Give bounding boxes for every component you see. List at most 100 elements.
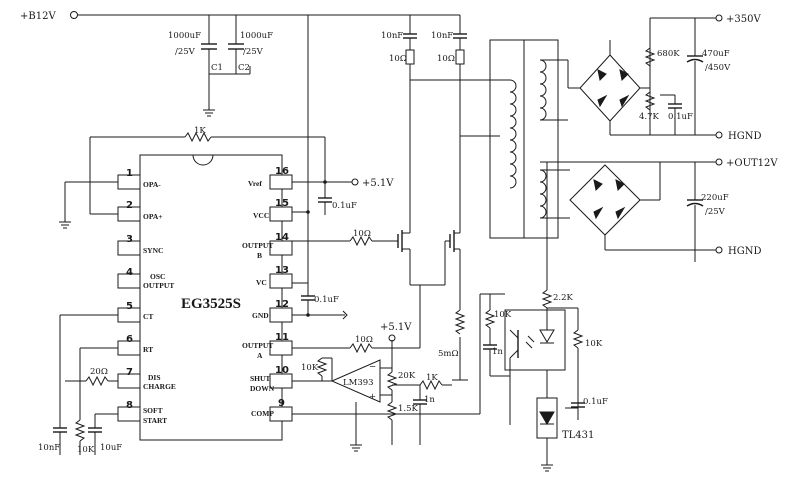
r-20k-label: 20K <box>398 371 416 381</box>
ic-eg3525s: EG3525S <box>139 154 283 441</box>
r-gate-b-label: 10Ω <box>353 229 371 239</box>
pin-3-label: SYNC <box>143 246 163 255</box>
hgnd-bottom-label: HGND <box>728 246 761 257</box>
pin-16-label: Vref <box>248 179 262 188</box>
b12v-label: +B12V <box>20 11 56 22</box>
pin-2-label: OPA+ <box>143 212 163 221</box>
pin-5-label: CT <box>143 312 153 321</box>
pin-7-label-1: DIS <box>148 373 161 382</box>
r-10k-rt-label: 10K <box>77 445 95 455</box>
c1-value: 1000uF <box>168 31 201 41</box>
pin-8-number: 8 <box>126 400 133 411</box>
lv-bridge <box>540 162 716 251</box>
pin-15-label: VCC <box>253 211 269 220</box>
pin-16-number: 16 <box>275 166 289 177</box>
pin-6-label: RT <box>143 345 153 354</box>
pin-4-label-1: OSC <box>150 272 165 281</box>
pin-13-label: VC <box>256 278 267 287</box>
out12v-label: +OUT12V <box>726 158 778 169</box>
pin-11-number: 11 <box>275 332 289 343</box>
pin-14-label-1: OUTPUT <box>242 241 273 250</box>
timing-network: 10nF 10K 20Ω 10uF <box>38 314 122 455</box>
pin-8-label-2: START <box>143 416 167 425</box>
r-1k5-label: 1.5K <box>398 404 419 414</box>
r-2k2-label: 2.2K <box>553 293 574 303</box>
snub-r2-label: 10Ω <box>437 54 455 64</box>
shutdown-comparator: LM393 − + 10K +5.1V 20K 1.5K 1K 1n <box>292 322 452 452</box>
ic-right-pins: 16 Vref 15 VCC 14 OUTPUT B 13 VC 12 GND … <box>242 166 293 422</box>
transformer <box>410 39 559 239</box>
snubbers: 10nF 10Ω 10nF 10Ω <box>381 15 467 80</box>
hgnd-top-label: HGND <box>728 131 761 142</box>
r-10k-tl-label: 10K <box>585 339 603 349</box>
pin-10-number: 10 <box>275 365 289 376</box>
c-01-tl-label: 0.1uF <box>583 397 608 407</box>
c2-ref: C2 <box>238 63 250 73</box>
b12v-rail: +B12V <box>20 11 460 22</box>
r-10k-opto-label: 10K <box>494 310 512 320</box>
r-sense-label: 5mΩ <box>438 349 459 359</box>
vref-output: +5.1V 0.1uF <box>292 178 394 215</box>
comparator-plus: + <box>369 392 376 402</box>
c-10n-label: 10nF <box>38 443 60 453</box>
pin-1-label: OPA- <box>143 180 161 189</box>
comparator-label: LM393 <box>343 378 374 388</box>
pin-9-number: 9 <box>278 398 285 409</box>
hv-bridge <box>540 18 716 136</box>
pin-3-number: 3 <box>126 234 133 245</box>
pin-7-number: 7 <box>126 367 133 378</box>
r-fb-label: 1K <box>194 126 206 136</box>
comparator-minus: − <box>369 362 376 372</box>
c-hv-value: 470uF <box>702 49 730 59</box>
bulk-capacitors: 1000uF /25V C1 1000uF /25V C2 <box>168 15 273 117</box>
gate-drive-b: 10Ω <box>292 80 411 285</box>
hv-rail-label: +350V <box>726 14 761 25</box>
snub-r1-label: 10Ω <box>389 54 407 64</box>
c-1n-opto-label: 1n <box>492 347 503 357</box>
c-hv-rating: /450V <box>705 63 731 73</box>
c-01-hv-label: 0.1uF <box>668 112 693 122</box>
snub-c2-label: 10nF <box>431 31 453 41</box>
pin-11-label-1: OUTPUT <box>242 341 273 350</box>
v5-right-label: +5.1V <box>362 178 394 189</box>
pin-13-number: 13 <box>275 265 289 276</box>
v5-bottom-label: +5.1V <box>380 322 412 333</box>
r-4k7-label: 4.7K <box>639 112 660 122</box>
c1-rating: /25V <box>175 47 196 57</box>
c-vc-label: 0.1uF <box>314 295 339 305</box>
c1-ref: C1 <box>211 63 223 73</box>
opto-feedback: 2.2K 10K TL431 0.1uF 10K <box>292 280 608 472</box>
pin-4-number: 4 <box>126 267 133 278</box>
pin-14-label-2: B <box>257 251 262 260</box>
r-gate-a-label: 10Ω <box>355 335 373 345</box>
out12v-output: +OUT12V 220uF /25V HGND <box>540 158 778 280</box>
ic-name: EG3525S <box>181 296 241 312</box>
r-680k-label: 680K <box>657 49 680 59</box>
c2-value: 1000uF <box>240 31 273 41</box>
pin-15-number: 15 <box>275 198 289 209</box>
hv-output: +350V 680K 4.7K 0.1uF 470uF /450V HGND <box>639 14 761 142</box>
pin-4-label-2: OUTPUT <box>143 281 174 290</box>
pin-11-label-2: A <box>257 351 263 360</box>
c-vref-label: 0.1uF <box>332 201 357 211</box>
c-out-value: 220uF <box>701 193 729 203</box>
r-20-label: 20Ω <box>90 367 108 377</box>
pin-7-label-2: CHARGE <box>143 382 176 391</box>
c-1n-cmp-label: 1n <box>424 395 435 405</box>
r-1k-label: 1K <box>426 373 438 383</box>
snub-c1-label: 10nF <box>381 31 403 41</box>
pin-6-number: 6 <box>126 334 133 345</box>
pin-10-label-2: DOWN <box>250 384 275 393</box>
gate-drive-a: 10Ω <box>292 80 461 354</box>
c-out-rating: /25V <box>705 207 726 217</box>
pin-10-label-1: SHUT <box>250 374 270 383</box>
pin-5-number: 5 <box>126 301 133 312</box>
r-10k-cmp-label: 10K <box>301 363 319 373</box>
gnd-pin: 0.1uF <box>292 285 348 320</box>
pin-12-label: GND <box>252 311 269 320</box>
tl431-label: TL431 <box>562 430 594 441</box>
opa-feedback: 1K <box>59 126 326 229</box>
c-10u-label: 10uF <box>100 443 122 453</box>
pin-1-number: 1 <box>126 168 133 179</box>
